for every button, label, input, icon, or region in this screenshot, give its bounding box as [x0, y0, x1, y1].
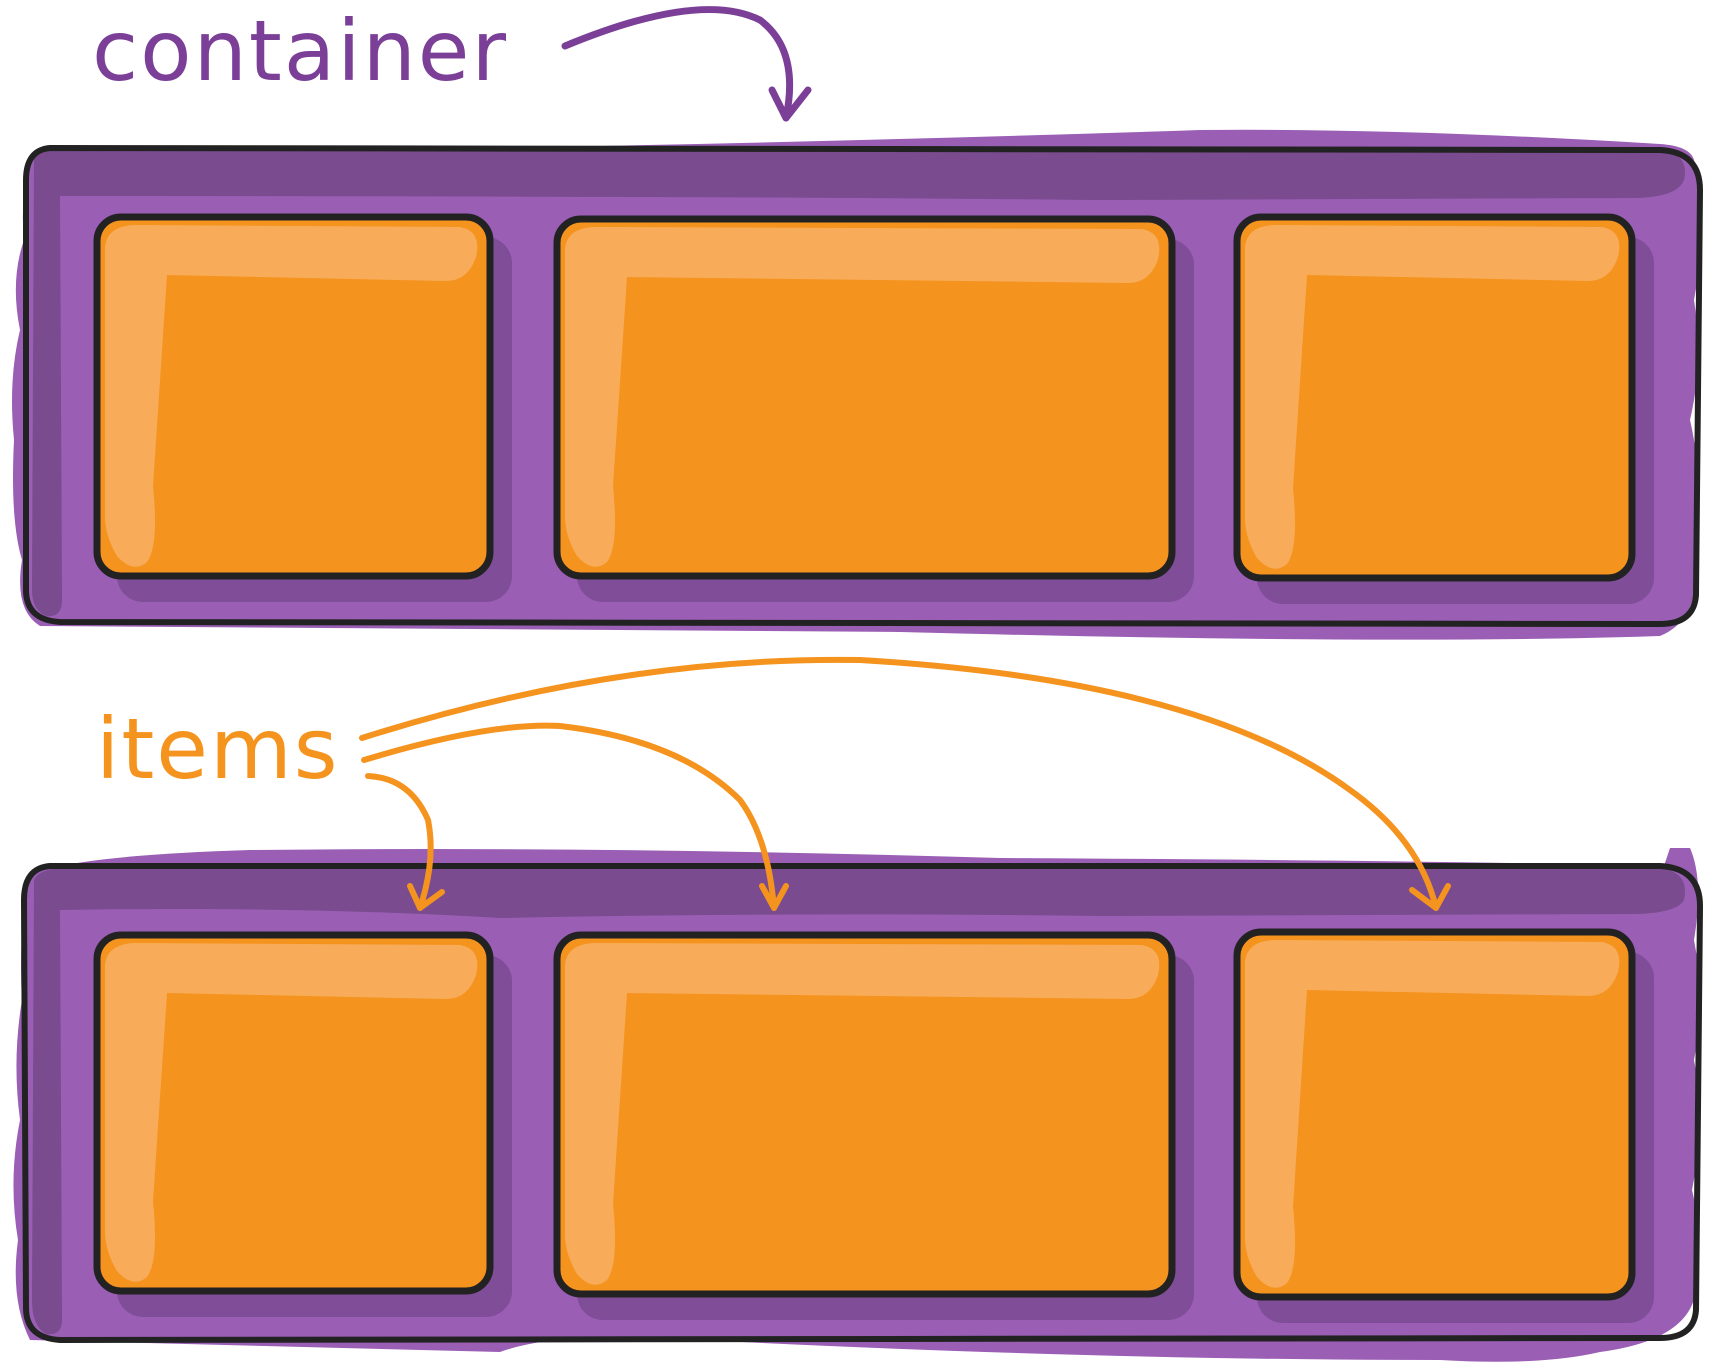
flex-item-outline [553, 215, 1176, 580]
flex-item-outline [93, 931, 494, 1295]
flex-item-body [557, 219, 1172, 576]
container-arrow-head [768, 86, 812, 122]
items-layer [93, 213, 1654, 1323]
container-label: container [92, 2, 509, 100]
flex-item [1233, 213, 1654, 604]
top-container-shade [32, 150, 1685, 617]
flex-item-outline [553, 931, 1176, 1298]
flex-item-body [97, 935, 490, 1291]
items-arrow-2-shaft [361, 722, 777, 911]
container-stretch-top-items [93, 213, 1654, 604]
flex-item [553, 215, 1194, 602]
flex-item-body [97, 217, 490, 576]
flex-item-highlight [565, 943, 1160, 1285]
flex-item-body [1237, 217, 1632, 578]
flex-item-outline [1233, 928, 1636, 1301]
flex-item-highlight [105, 225, 478, 567]
items-arrows [359, 656, 1451, 911]
items-arrow-1-head [407, 883, 445, 911]
container-arrow [561, 6, 812, 122]
flex-item [553, 931, 1194, 1320]
flex-item-body [557, 935, 1172, 1294]
container-stretch-bottom-items [93, 928, 1654, 1323]
flex-item-outline [1233, 213, 1636, 582]
items-arrow-3-shaft [359, 656, 1439, 911]
flex-item-highlight [1245, 225, 1620, 569]
items-arrow-2-head [759, 883, 789, 911]
flex-item [1233, 928, 1654, 1323]
container-arrow-shaft [561, 6, 794, 122]
flex-item [93, 931, 512, 1317]
flex-item-highlight [105, 943, 478, 1282]
items-arrow-3-head [1409, 883, 1451, 911]
bottom-container-outline [21, 863, 1703, 1343]
items-label: items [96, 700, 340, 798]
flex-item-outline [93, 213, 494, 580]
flex-item-highlight [565, 227, 1160, 567]
flex-item [93, 213, 512, 602]
flex-item-highlight [1245, 940, 1620, 1288]
flex-item-body [1237, 932, 1632, 1297]
top-container-outline [23, 145, 1703, 627]
items-arrow-1-shaft [365, 773, 434, 911]
